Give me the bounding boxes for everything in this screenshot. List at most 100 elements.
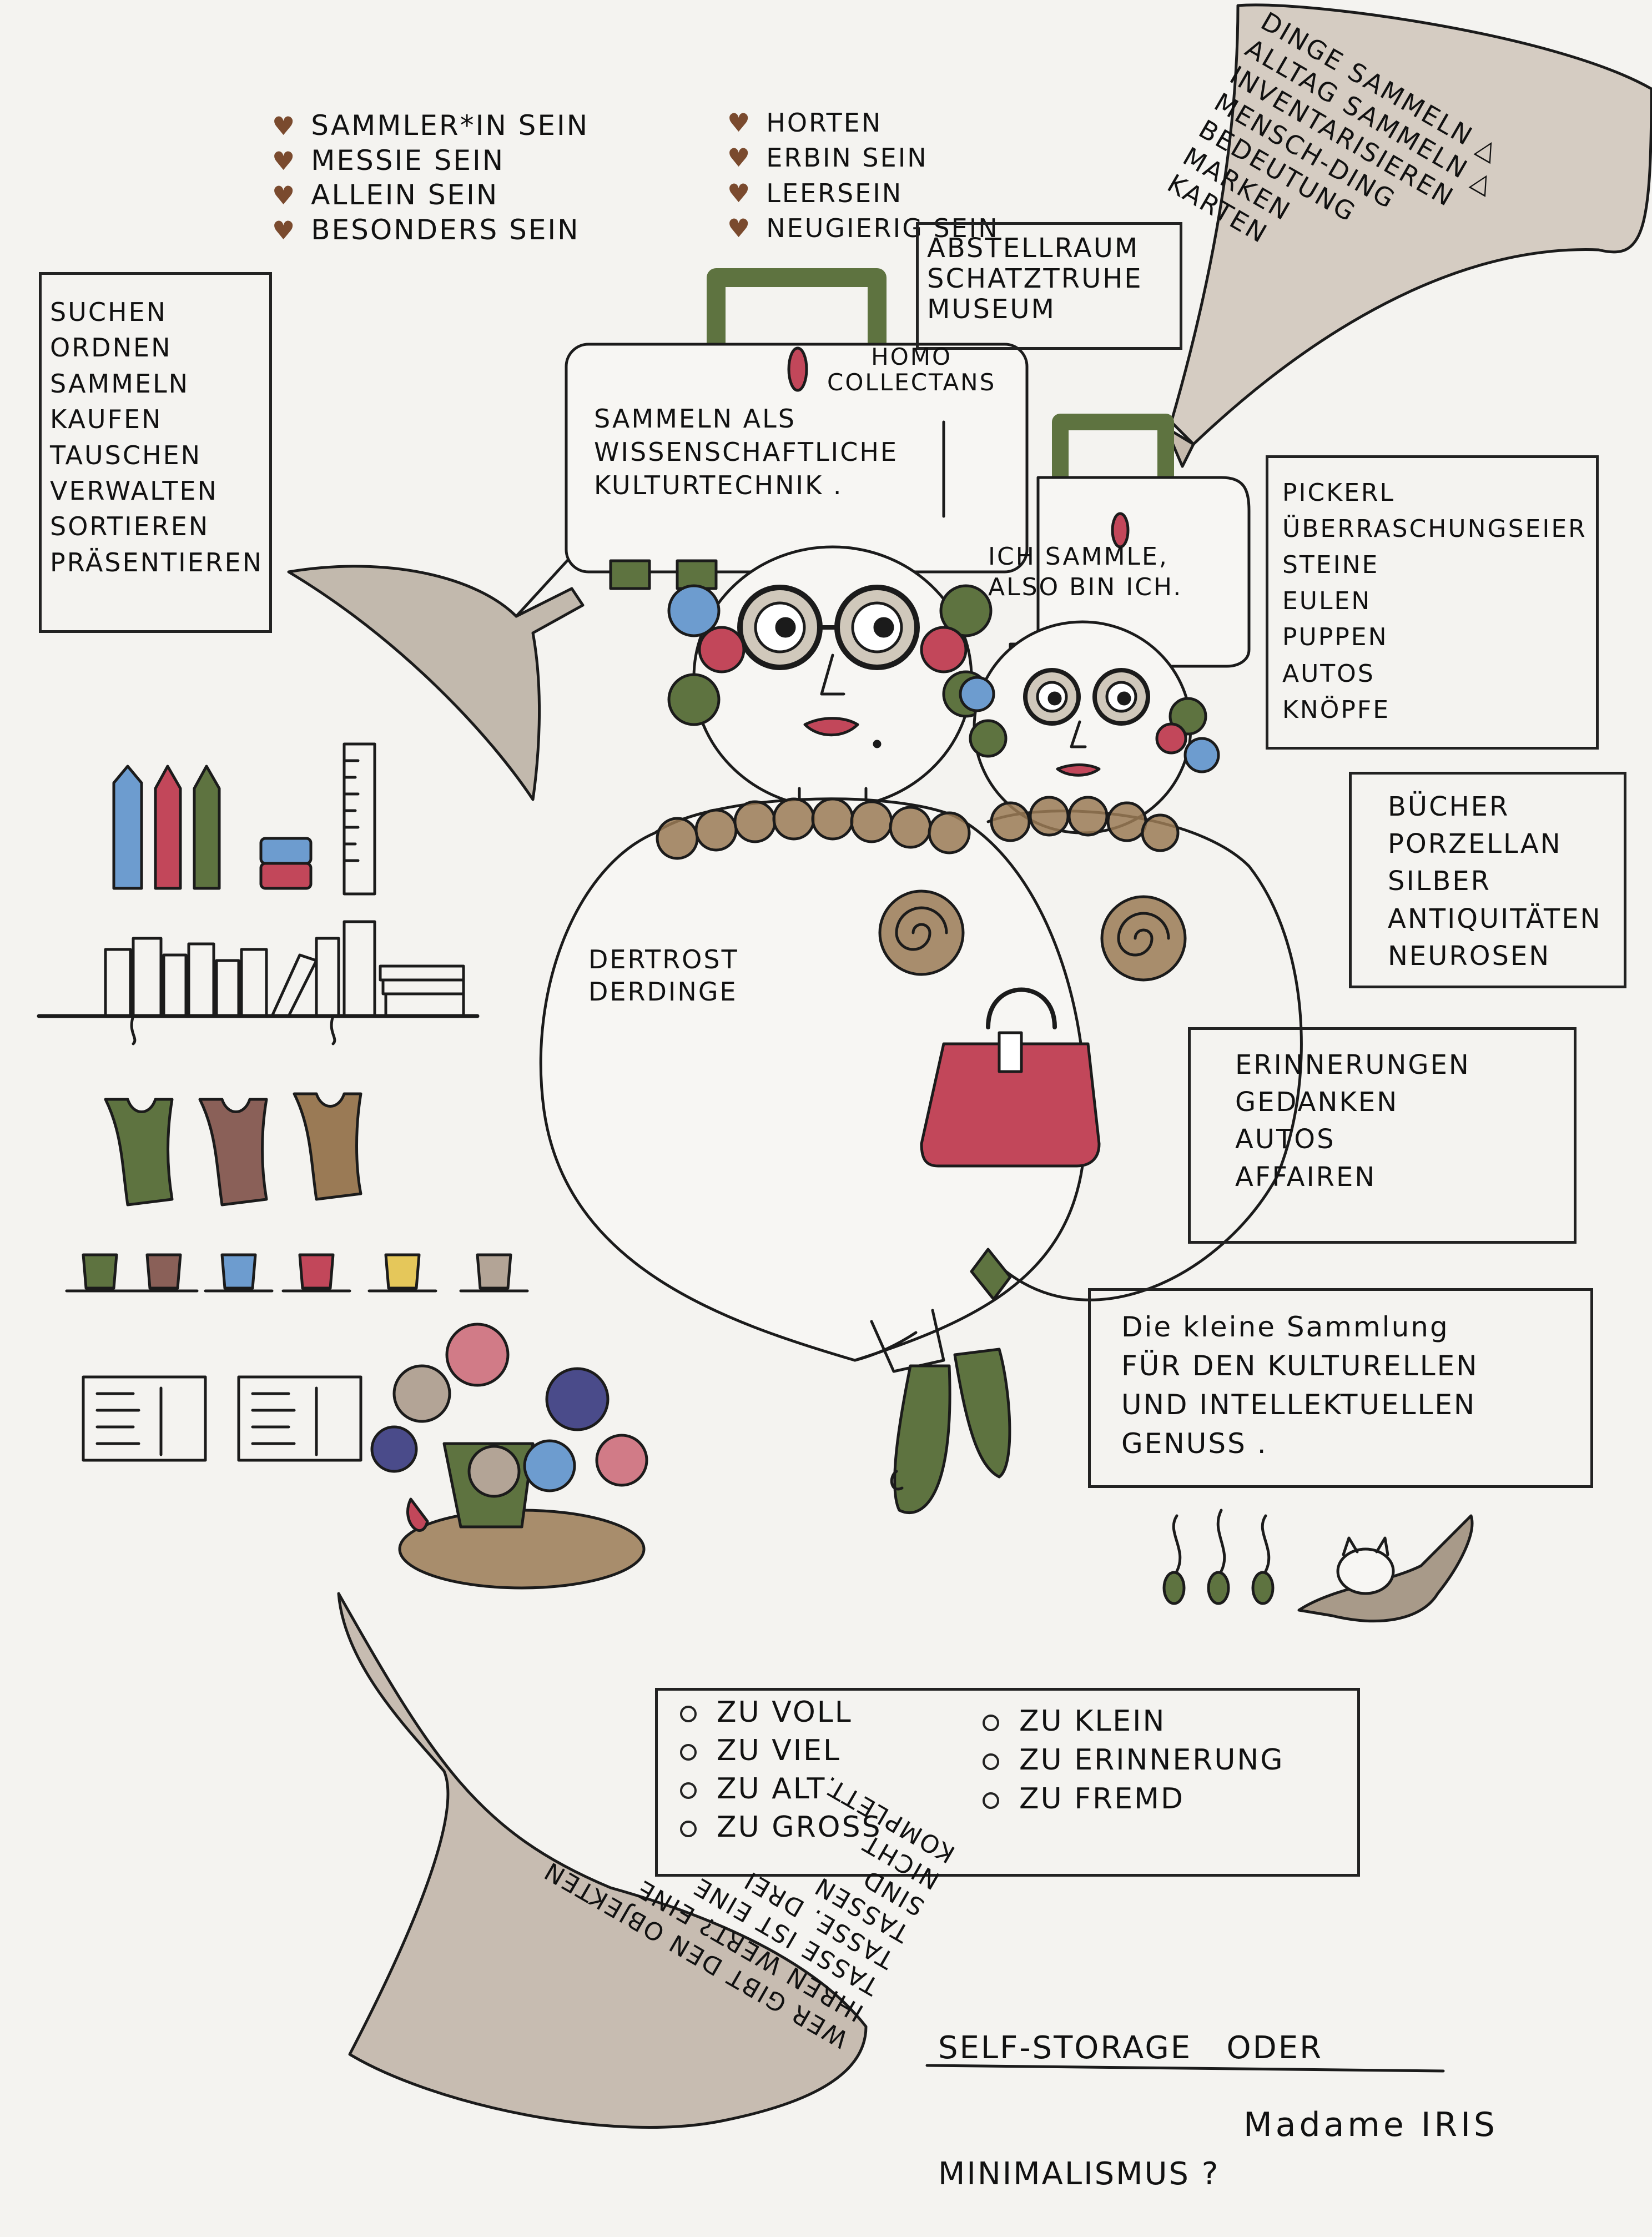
list-item-label: ZU KLEIN <box>1019 1705 1166 1738</box>
thing-item: STEINE <box>1282 551 1379 580</box>
storage-box <box>916 222 1182 350</box>
bullet-icon <box>680 1782 697 1799</box>
memories-box <box>1188 1027 1577 1244</box>
suitcase-big-text: SAMMELN ALS WISSENSCHAFTLICHE KULTURTECH… <box>594 403 898 502</box>
divider-line <box>925 2064 1445 2073</box>
bookshelf-icon <box>37 920 480 1045</box>
list-item-label: ZU VIEL <box>717 1734 841 1768</box>
suitcase-line: KULTURTECHNIK . <box>594 470 843 500</box>
mouse-icon <box>1162 1509 1275 1605</box>
cat-icon <box>1297 1514 1474 1623</box>
funnel-bottom-left <box>337 1592 868 2129</box>
bullet-icon <box>680 1821 697 1838</box>
suitcase-line: WISSENSCHAFTLICHE <box>594 436 899 467</box>
list-item: ♥ ERBIN SEIN <box>727 140 999 175</box>
list-item: ♥ LEERSEIN <box>727 176 999 211</box>
suitcase-label-line: COLLECTANS <box>827 369 996 396</box>
too-list-right: ZU KLEIN ZU ERINNERUNG ZU FREMD <box>983 1702 1285 1819</box>
shirt-icon <box>104 1092 362 1207</box>
heart-list-left: ♥SAMMLER*IN SEIN ♥MESSIE SEIN ♥ALLEIN SE… <box>272 108 589 247</box>
too-list-box <box>655 1688 1360 1877</box>
heart-icon: ♥ <box>272 215 297 245</box>
storage-item: MUSEUM <box>927 294 1056 325</box>
teacup-icon <box>65 1253 529 1293</box>
list-item-label: NEUGIERIG SEIN <box>766 213 999 244</box>
thing-item: ÜBERRASCHUNGSEIER <box>1282 515 1587 544</box>
verb-item: ORDNEN <box>50 333 172 363</box>
postcard-icon <box>82 1375 362 1462</box>
memories-box-text: ERINNERUNGEN GEDANKEN AUTOS AFFAIREN <box>1235 1047 1470 1196</box>
heart-icon: ♥ <box>727 178 752 208</box>
question-line: MINIMALISMUS ? <box>938 2155 1220 2192</box>
bullet-icon <box>983 1715 999 1731</box>
bullet-icon <box>680 1706 697 1722</box>
verbs-box <box>39 272 272 633</box>
verb-item: TAUSCHEN <box>50 440 202 470</box>
suitcase-line: ALSO BIN ICH. <box>988 573 1183 601</box>
thing-item: PICKERL <box>1282 479 1395 507</box>
closing-question: SELF-STORAGE ODER MINIMALISMUS ? <box>938 1943 1323 2237</box>
verb-item: VERWALTEN <box>50 475 218 506</box>
heart-icon: ♥ <box>272 145 297 176</box>
list-item-label: ZU ALT <box>717 1772 827 1806</box>
storage-item: SCHATZTRUHE <box>927 263 1143 295</box>
list-item: ♥ NEUGIERIG SEIN <box>727 211 999 246</box>
verb-item: PRÄSENTIEREN <box>50 547 264 577</box>
collection-line: GENUSS . <box>1121 1427 1268 1460</box>
suitcase-small-text: ICH SAMMLE, ALSO BIN ICH. <box>988 541 1182 602</box>
funnel-top-right <box>1164 3 1652 468</box>
heart-icon: ♥ <box>727 213 752 244</box>
list-item: ZU KLEIN <box>983 1702 1285 1741</box>
valuable-item: SILBER <box>1388 866 1491 897</box>
valuables-box <box>1349 772 1626 988</box>
list-item: ZU VOLL <box>680 1693 882 1732</box>
list-item: ♥HORTEN <box>727 105 999 140</box>
list-item: ZU GROSS <box>680 1808 882 1847</box>
verb-item: SUCHEN <box>50 297 168 327</box>
too-list-left: ZU VOLL ZU VIEL ZU ALT ZU GROSS <box>680 1693 882 1847</box>
things-box-text: PICKERL ÜBERRASCHUNGSEIER STEINE EULEN P… <box>1282 475 1587 728</box>
valuable-item: ANTIQUITÄTEN <box>1388 903 1602 934</box>
thing-item: AUTOS <box>1282 659 1375 688</box>
thing-item: EULEN <box>1282 587 1372 616</box>
memory-item: GEDANKEN <box>1235 1087 1399 1118</box>
suitcase-label: HOMO COLLECTANS <box>827 344 996 395</box>
list-item: ♥ SAMMLER*IN SEIN <box>272 108 589 143</box>
list-item-label: ZU VOLL <box>717 1696 853 1729</box>
pencil-icon <box>112 765 221 890</box>
list-item: ♥BESONDERS SEIN <box>272 213 589 248</box>
list-item-label: ZU FREMD <box>1019 1782 1185 1816</box>
things-box <box>1266 455 1599 750</box>
woman-figure-small <box>959 620 1220 835</box>
signature: Madame IRIS <box>1243 2105 1498 2144</box>
list-item-label: HORTEN <box>766 108 883 138</box>
heart-icon: ♥ <box>727 143 752 173</box>
list-item: ZU ALT <box>680 1770 882 1808</box>
verbs-box-text: SUCHEN ORDNEN SAMMELN KAUFEN TAUSCHEN VE… <box>50 294 263 580</box>
body-line: DERDINGE <box>588 976 738 1007</box>
memory-item: ERINNERUNGEN <box>1235 1049 1470 1080</box>
woman-body <box>539 796 1303 1514</box>
list-item: ZU FREMD <box>983 1779 1285 1818</box>
magnet-icon <box>259 837 313 890</box>
bullet-icon <box>983 1753 999 1771</box>
list-item: ♥MESSIE SEIN <box>272 143 589 178</box>
thing-item: PUPPEN <box>1282 623 1388 652</box>
list-item-label: LEERSEIN <box>766 178 903 208</box>
woman-figure-big <box>667 545 993 810</box>
funnel-left-broom <box>287 548 585 801</box>
small-collection-text: Die kleine Sammlung FÜR DEN KULTURELLEN … <box>1121 1308 1479 1463</box>
thing-item: KNÖPFE <box>1282 695 1391 724</box>
memory-item: AFFAIREN <box>1235 1161 1377 1193</box>
heart-icon: ♥ <box>272 180 297 210</box>
list-item-label: ERBIN SEIN <box>766 143 928 173</box>
collection-line: FÜR DEN KULTURELLEN <box>1121 1350 1479 1382</box>
heart-icon: ♥ <box>272 111 297 141</box>
verb-item: SAMMELN <box>50 368 189 399</box>
storage-item: ABSTELLRAUM <box>927 233 1140 264</box>
collection-line: UND INTELLEKTUELLEN <box>1121 1389 1477 1421</box>
verb-item: SORTIEREN <box>50 511 210 542</box>
body-text: DERTROST DERDINGE <box>588 944 739 1008</box>
list-item-label: SAMMLER*IN SEIN <box>311 109 590 142</box>
